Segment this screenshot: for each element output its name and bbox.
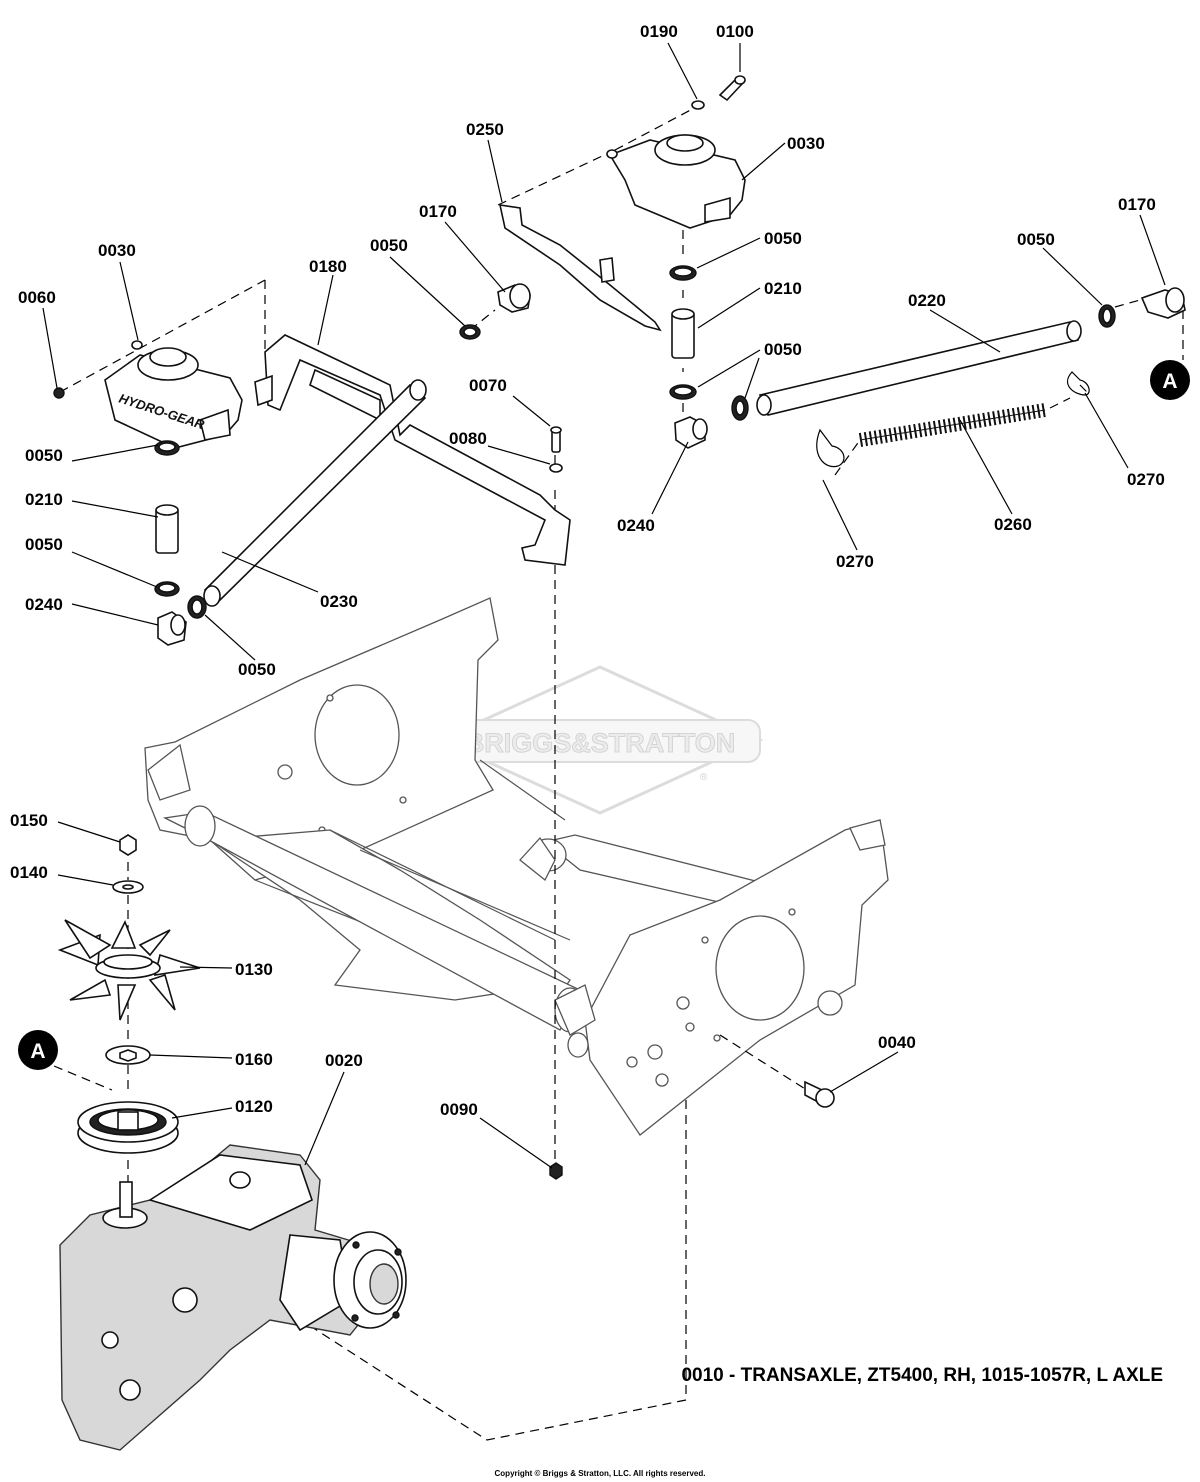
part-0270-clip-right	[1066, 371, 1090, 396]
part-0040-bolt	[804, 1080, 835, 1108]
callout-0050-right-top: 0050	[764, 229, 802, 248]
callout-0210-right: 0210	[764, 279, 802, 298]
callout-0040: 0040	[878, 1033, 916, 1052]
part-0090-nut	[549, 1162, 563, 1180]
part-0050-clamp-far-right	[1098, 304, 1116, 328]
part-0070-bolt	[550, 426, 562, 453]
callout-0070: 0070	[469, 376, 507, 395]
part-0240-elbow-left	[157, 611, 187, 646]
part-0050-clamp-left-top	[154, 440, 180, 456]
callout-0140: 0140	[10, 863, 48, 882]
part-0060-nut	[53, 387, 65, 399]
callout-0050-far-right: 0050	[1017, 230, 1055, 249]
part-0250-bracket	[498, 204, 662, 332]
callout-0270-left: 0270	[836, 552, 874, 571]
callout-0170-mid: 0170	[419, 202, 457, 221]
callout-0210-left: 0210	[25, 490, 63, 509]
watermark-registered-mark: ®	[700, 772, 708, 783]
callout-0230: 0230	[320, 592, 358, 611]
callout-0050-left-top: 0050	[25, 446, 63, 465]
part-0220-hose-long	[756, 320, 1082, 416]
part-0270-clip-left	[816, 428, 845, 468]
part-0050-clamp-right-lower	[669, 384, 697, 400]
part-0030-reservoir-right	[606, 134, 746, 229]
callout-0180: 0180	[309, 257, 347, 276]
assembly-dash-lines	[53, 104, 1184, 1441]
callout-0030-left: 0030	[98, 241, 136, 260]
part-0180-bracket	[254, 334, 571, 566]
marker-a-left-label: A	[30, 1040, 45, 1063]
callout-0100: 0100	[716, 22, 754, 41]
part-0140-washer	[112, 880, 144, 894]
part-0170-fitting-right	[1140, 287, 1186, 319]
part-0050-clamp-right-side	[731, 395, 749, 421]
part-0120-pulley	[77, 1101, 179, 1154]
callout-0170-right: 0170	[1118, 195, 1156, 214]
part-0050-clamp-left-bottom	[187, 595, 207, 619]
callout-0050-left-lower: 0050	[25, 535, 63, 554]
callout-0240-left: 0240	[25, 595, 63, 614]
diagram-caption: 0010 - TRANSAXLE, ZT5400, RH, 1015-1057R…	[681, 1365, 1163, 1386]
leader-lines	[42, 42, 1166, 1169]
part-0210-hose-left	[155, 504, 179, 554]
callout-labels: 0190 0100 0250 0030 0170 0050 0180 0030 …	[10, 22, 1165, 1119]
callout-0090: 0090	[440, 1100, 478, 1119]
part-0130-fan	[57, 919, 201, 1021]
callout-0020: 0020	[325, 1051, 363, 1070]
callout-0160: 0160	[235, 1050, 273, 1069]
watermark-text: BRIGGS&STRATTON	[465, 728, 736, 758]
part-0240-elbow-right	[674, 416, 708, 449]
part-0190-washer	[691, 100, 705, 110]
callout-0130: 0130	[235, 960, 273, 979]
callout-0080: 0080	[449, 429, 487, 448]
copyright-notice: Copyright © Briggs & Stratton, LLC. All …	[495, 1469, 706, 1478]
part-0230-hose	[203, 379, 427, 607]
part-0050-clamp-right-top	[669, 265, 697, 281]
part-0080-washer	[549, 463, 563, 473]
reference-marker-a-right: A	[1150, 360, 1190, 400]
part-0100-screw	[718, 75, 746, 102]
callout-0240-right: 0240	[617, 516, 655, 535]
callout-0150: 0150	[10, 811, 48, 830]
callout-0190: 0190	[640, 22, 678, 41]
callout-0260: 0260	[994, 515, 1032, 534]
callout-0050-right-lower: 0050	[764, 340, 802, 359]
part-0020-transaxle	[59, 1144, 407, 1451]
main-frame	[144, 597, 889, 1136]
callout-0270-right: 0270	[1127, 470, 1165, 489]
part-0050-clamp-mid	[459, 324, 481, 340]
reference-marker-a-left: A	[18, 1030, 58, 1070]
callout-0120: 0120	[235, 1097, 273, 1116]
marker-a-right-label: A	[1162, 370, 1177, 393]
callout-0220: 0220	[908, 291, 946, 310]
callout-0050-mid: 0050	[370, 236, 408, 255]
callout-0030-right: 0030	[787, 134, 825, 153]
part-0050-clamp-left-lower	[154, 581, 180, 597]
part-0160-hub	[105, 1045, 151, 1065]
part-0210-hose-right	[671, 308, 695, 359]
callout-0060: 0060	[18, 288, 56, 307]
part-0170-fitting-mid	[497, 283, 531, 313]
briggs-stratton-watermark: BRIGGS&STRATTON ®	[436, 665, 764, 815]
callout-0250: 0250	[466, 120, 504, 139]
part-0030-reservoir-left: HYDRO-GEAR	[104, 340, 243, 449]
callout-0050-left-bottom: 0050	[238, 660, 276, 679]
part-0260-spring	[858, 403, 1047, 447]
part-0150-nut	[119, 834, 137, 856]
